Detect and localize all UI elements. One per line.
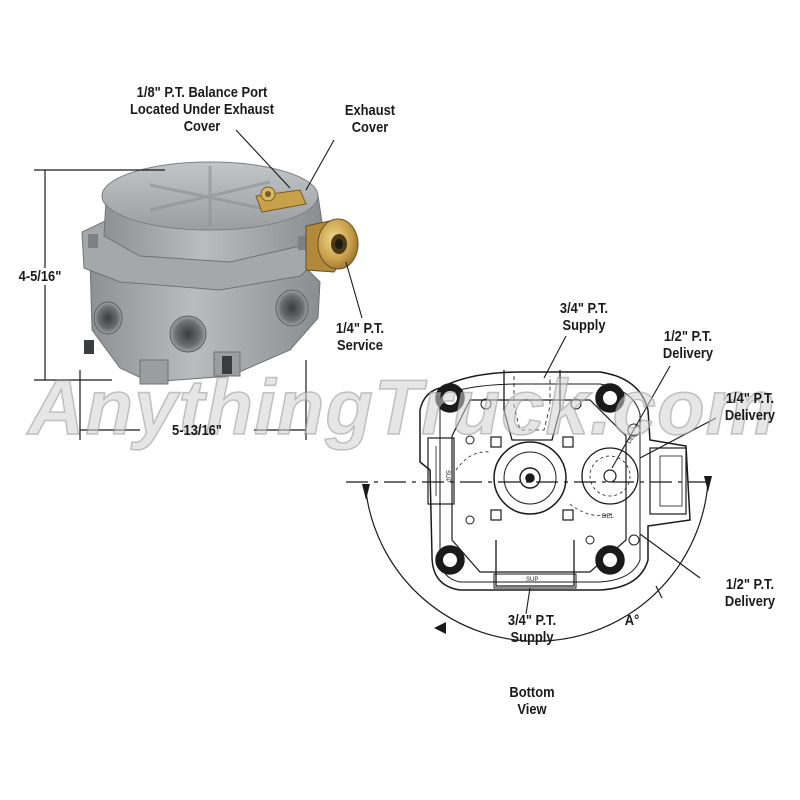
supply-top-leader — [543, 335, 567, 379]
delivery-quarter-leader — [639, 417, 717, 459]
bottom-view-drawing — [419, 370, 691, 591]
height-dimension-label: 4-5/16" — [5, 268, 75, 285]
service-port-label: 1/4" P.T. Service — [335, 320, 385, 354]
drawing-mark-del: DEL — [602, 514, 614, 520]
arc-arrow-left — [362, 484, 370, 500]
relay-valve-photo — [81, 161, 359, 385]
bottom-view-caption: Bottom View — [509, 684, 555, 718]
delivery-half-bottom-leader — [639, 533, 701, 579]
delivery-half-top-leader — [611, 365, 671, 469]
arc-arrow-bottom — [434, 622, 446, 634]
service-leader — [345, 261, 363, 319]
supply-top-label: 3/4" P.T. Supply — [559, 300, 609, 334]
drawing-mark-sup-side: SUP — [444, 470, 450, 482]
angle-arc — [346, 476, 716, 642]
supply-bottom-leader — [525, 587, 531, 615]
arc-arrow-right — [704, 476, 712, 492]
drawing-mark-del-side: DEL — [627, 431, 638, 445]
drawing-mark-sup: SUP — [526, 577, 538, 583]
supply-bottom-label: 3/4" P.T. Supply — [507, 612, 557, 646]
angle-arc-path — [365, 481, 709, 642]
balance-port-leader — [235, 129, 291, 189]
balance-port-label: 1/8" P.T. Balance Port Located Under Exh… — [129, 84, 275, 135]
exhaust-cover-leader — [305, 139, 335, 191]
delivery-half-bottom-label: 1/2" P.T. Delivery — [724, 576, 776, 610]
exhaust-cover-label: Exhaust Cover — [344, 102, 396, 136]
delivery-half-top-label: 1/2" P.T. Delivery — [662, 328, 714, 362]
width-dimension-label: 5-13/16" — [172, 422, 222, 439]
delivery-quarter-label: 1/4" P.T. Delivery — [724, 390, 776, 424]
angle-label: A° — [624, 612, 640, 629]
